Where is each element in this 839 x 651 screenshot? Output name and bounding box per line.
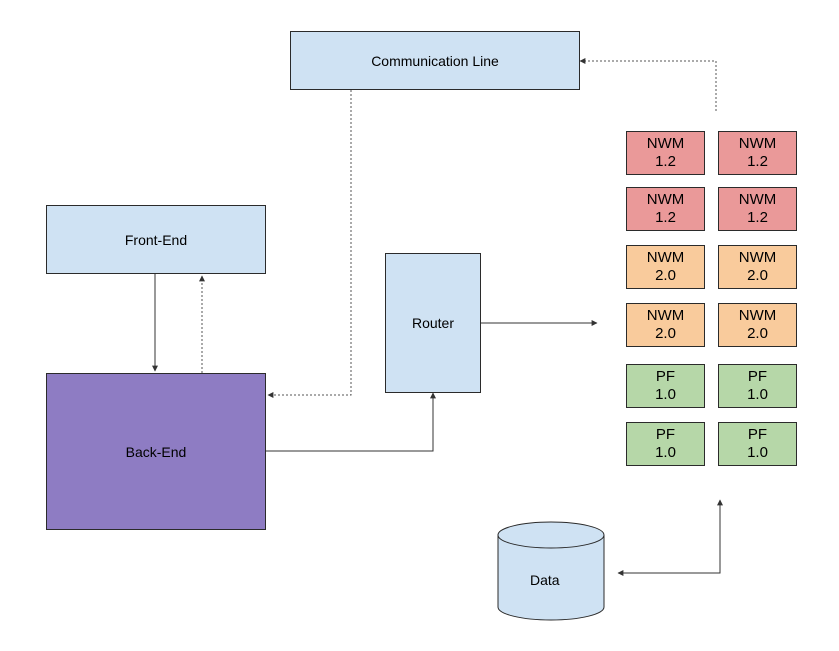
model-version: 2.0 [747,267,768,284]
model-name: NWM [646,307,685,324]
data-cylinder [497,521,605,621]
model-name: NWM [738,307,777,324]
model-name: PF [655,368,676,385]
model-name: PF [747,368,768,385]
model-name: NWM [646,135,685,152]
front-end-label: Front-End [124,231,188,248]
router-label: Router [411,315,455,331]
model-version: 1.0 [655,444,676,461]
model-version: 2.0 [655,325,676,342]
model-version: 1.2 [655,209,676,226]
communication-line-label: Communication Line [371,52,499,69]
model-name: NWM [738,191,777,208]
data-label: Data [530,572,560,588]
model-name: PF [655,426,676,443]
back-end-label: Back-End [125,443,187,460]
communication-line-box: Communication Line [290,31,580,90]
back-end-box: Back-End [46,373,266,530]
model-version: 1.0 [655,386,676,403]
model-version: 1.0 [747,444,768,461]
model-name: NWM [738,249,777,266]
router-box: Router [385,253,481,393]
model-name: NWM [738,135,777,152]
model-version: 1.2 [655,153,676,170]
model-version: 1.2 [747,209,768,226]
model-name: NWM [646,249,685,266]
backend-to-router-arrow [266,392,436,452]
models-data-arrow [617,499,723,576]
model-name: PF [747,426,768,443]
model-version: 2.0 [747,325,768,342]
front-end-box: Front-End [46,205,266,274]
commline-to-backend-dotted-arrow [267,90,352,398]
model-version: 2.0 [655,267,676,284]
model-version: 1.0 [747,386,768,403]
model-name: NWM [646,191,685,208]
model-version: 1.2 [747,153,768,170]
models-to-commline-dotted-arrow [579,58,717,111]
